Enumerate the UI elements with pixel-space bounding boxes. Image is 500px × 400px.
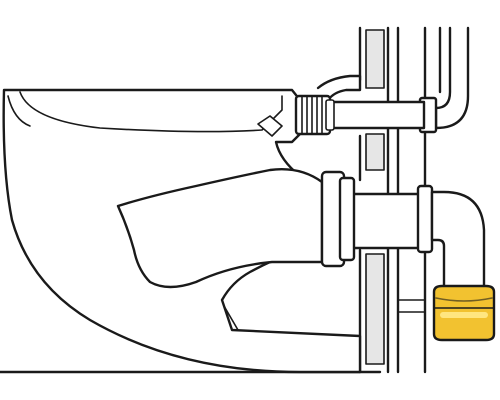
threaded-inlet-sleeve <box>294 94 332 136</box>
wall-cavity-top <box>365 29 385 89</box>
wall-cavity-bottom <box>365 253 385 365</box>
drain-elbow <box>430 190 486 296</box>
flush-pipe-riser <box>418 26 470 134</box>
installation-wall <box>358 26 442 374</box>
drain-connector <box>320 170 434 268</box>
trapway <box>116 168 324 289</box>
flush-water-inlet <box>294 74 426 136</box>
seal-highlight <box>440 312 488 318</box>
wall-hung-toilet-bowl <box>2 88 362 374</box>
wall-cavity-middle <box>365 133 385 171</box>
yellow-seal-ring <box>432 284 496 342</box>
